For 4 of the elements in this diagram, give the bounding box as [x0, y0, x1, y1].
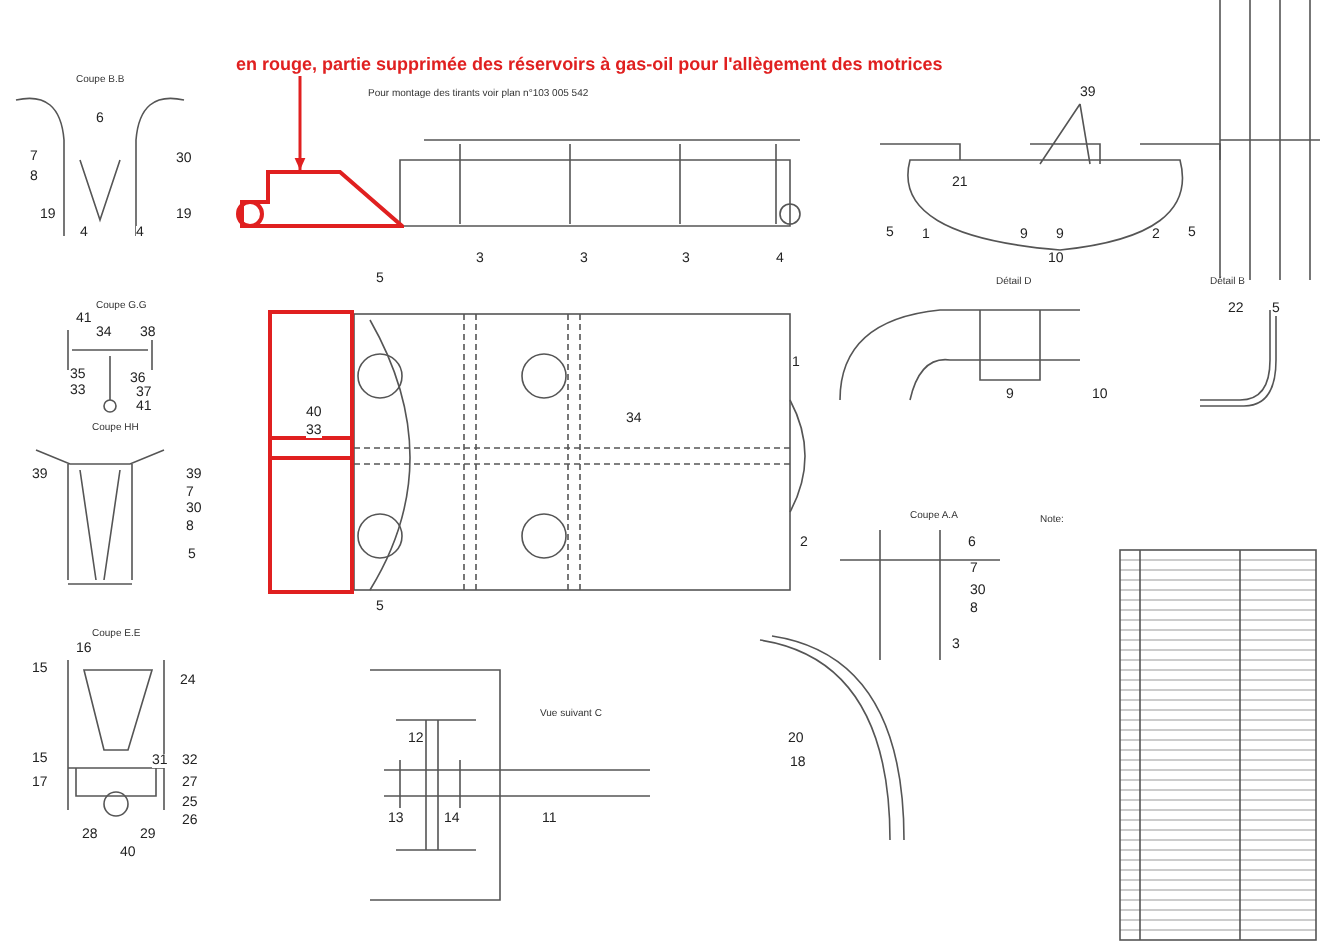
caption-text: en rouge, partie supprimée des réservoirs à gas-oil pour l'allègement des motrices	[236, 56, 943, 74]
removed-tank-section-side	[240, 170, 404, 228]
arrow	[294, 76, 306, 170]
removed-tank-section-plan	[268, 310, 354, 594]
